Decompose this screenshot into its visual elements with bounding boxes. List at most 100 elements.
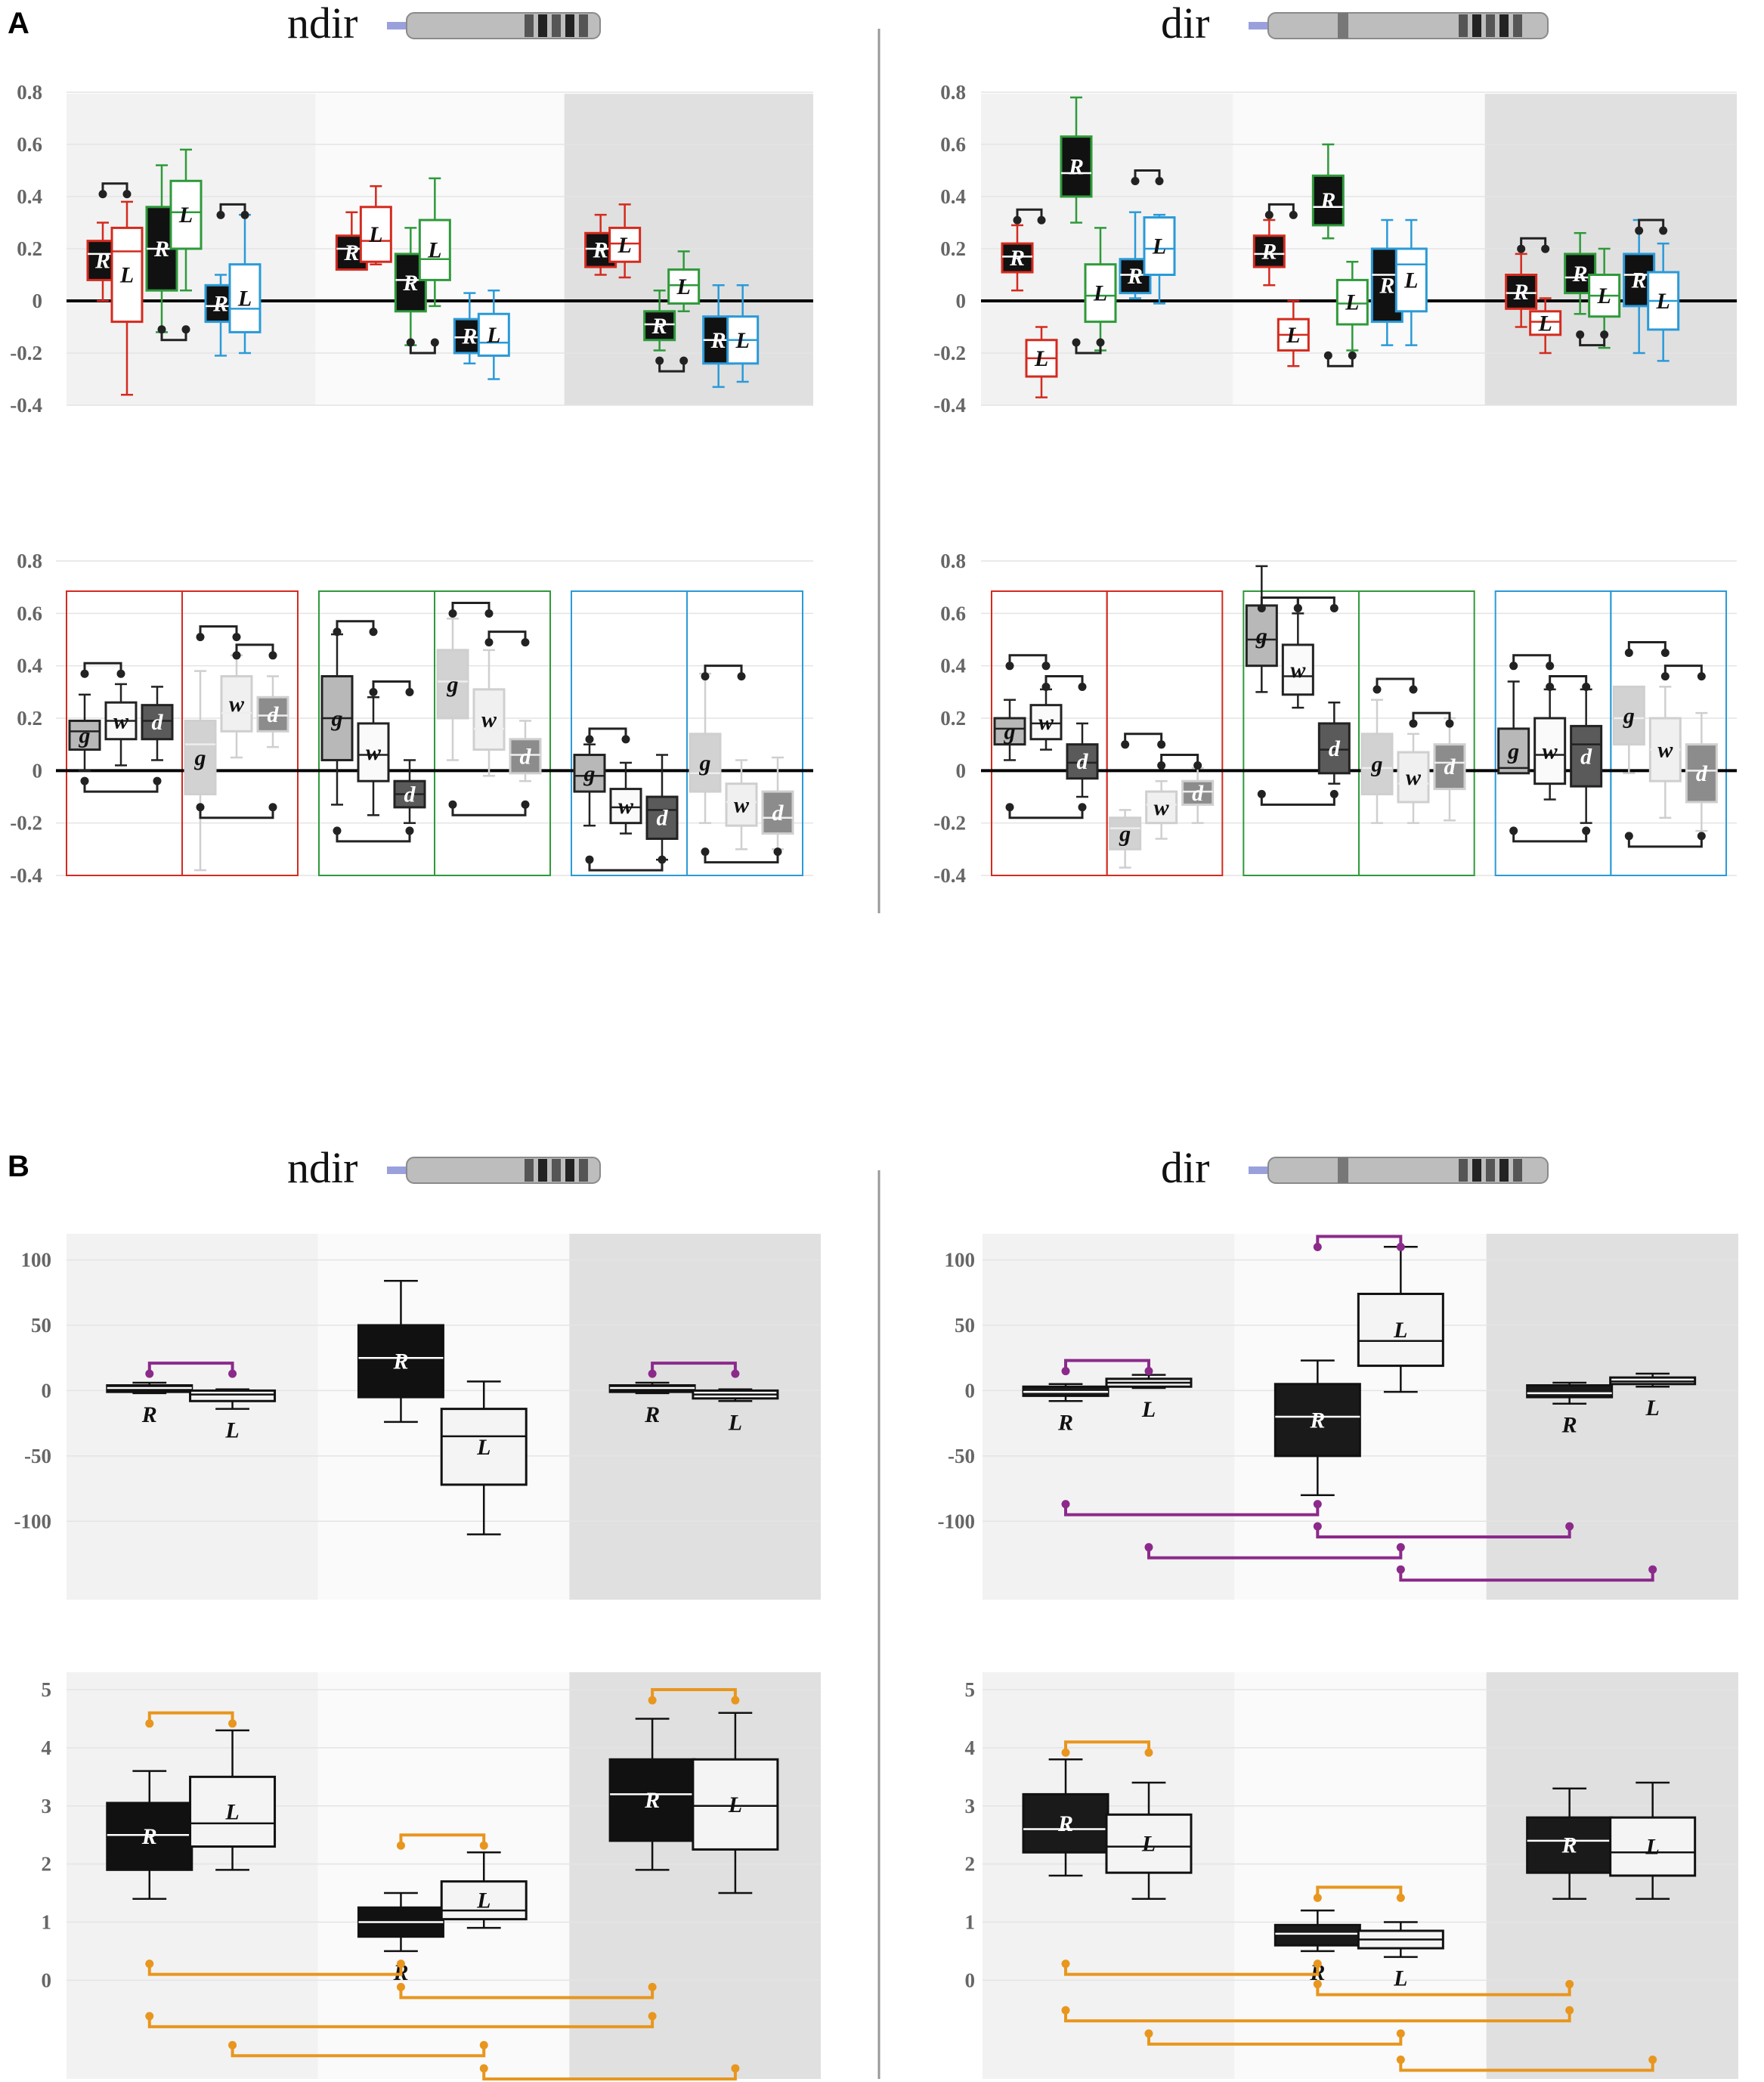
box-label: R bbox=[1057, 1811, 1073, 1836]
bracket-dot bbox=[1396, 2055, 1405, 2064]
bracket-dot bbox=[157, 325, 166, 334]
box bbox=[440, 1880, 528, 1921]
box bbox=[184, 719, 217, 796]
bracket-dot bbox=[1648, 1565, 1657, 1574]
significance-bracket bbox=[1131, 169, 1164, 185]
bracket-line bbox=[588, 860, 664, 872]
box-x-R-w: w bbox=[104, 683, 138, 767]
significance-bracket bbox=[145, 1711, 237, 1728]
box-x-L-d: d bbox=[1181, 767, 1215, 824]
bracket-dot bbox=[1061, 1367, 1070, 1376]
box bbox=[1685, 743, 1718, 804]
box-g-x-L: L bbox=[1025, 326, 1058, 398]
bracket-dot bbox=[181, 325, 190, 334]
box-x-R-d: d bbox=[141, 686, 174, 761]
box-label: R bbox=[1379, 273, 1394, 298]
bracket-dot bbox=[448, 609, 457, 618]
bracket-dot bbox=[655, 356, 664, 365]
bracket-dot bbox=[731, 1369, 740, 1378]
box-label: L bbox=[224, 1418, 239, 1443]
figure-chrome: A B ndir dir ndir dir bbox=[8, 0, 1549, 2079]
significance-bracket bbox=[196, 625, 241, 642]
box-label: R bbox=[94, 249, 110, 274]
bracket-dot bbox=[145, 1369, 154, 1378]
bracket-line bbox=[1064, 1963, 1320, 1976]
bracket-line bbox=[336, 830, 411, 843]
bracket-dot bbox=[122, 190, 132, 199]
significance-bracket bbox=[1157, 754, 1202, 770]
bracket-line bbox=[1075, 342, 1102, 355]
significance-bracket bbox=[369, 680, 414, 696]
bracket-dot bbox=[1396, 1543, 1405, 1552]
box-g-R bbox=[106, 1381, 193, 1395]
significance-bracket bbox=[1509, 826, 1591, 843]
y-tick-label: 3 bbox=[965, 1795, 976, 1817]
bracket-dot bbox=[1157, 740, 1166, 749]
bracket-dot bbox=[1313, 1242, 1322, 1251]
box bbox=[1273, 1383, 1361, 1458]
box-w-x-R: R bbox=[1252, 218, 1286, 287]
pen-band bbox=[1499, 1159, 1509, 1182]
box-g-L: L bbox=[189, 1729, 277, 1871]
box-label: L bbox=[1034, 346, 1048, 371]
significance-bracket bbox=[1144, 2029, 1405, 2046]
box bbox=[1105, 1813, 1193, 1874]
box bbox=[1145, 790, 1178, 825]
bracket-dot bbox=[1697, 832, 1706, 841]
box-g-z-R: R bbox=[1119, 211, 1152, 299]
y-tick-label: -100 bbox=[938, 1510, 976, 1532]
box-label: g bbox=[699, 751, 711, 776]
bracket-dot bbox=[228, 1719, 237, 1728]
box-label: w bbox=[1290, 658, 1306, 683]
bracket-line bbox=[1316, 1235, 1403, 1247]
y-tick-label: -0.4 bbox=[933, 394, 966, 417]
bracket-dot bbox=[1445, 719, 1454, 728]
box-label: L bbox=[119, 263, 134, 288]
pen-band bbox=[565, 1159, 574, 1182]
bracket-dot bbox=[1648, 2055, 1657, 2064]
significance-bracket bbox=[216, 203, 249, 219]
bracket-dot bbox=[1131, 177, 1140, 185]
bracket-dot bbox=[521, 800, 530, 809]
box-label: R bbox=[593, 238, 608, 263]
side-frame bbox=[1106, 590, 1224, 876]
bracket-line bbox=[231, 2045, 486, 2058]
box-w-x-L: L bbox=[359, 184, 392, 265]
bracket-line bbox=[1512, 830, 1588, 843]
bracket-dot bbox=[521, 638, 530, 647]
box-label: w bbox=[229, 692, 245, 717]
box bbox=[472, 688, 506, 751]
box bbox=[1317, 722, 1351, 775]
bracket-line bbox=[1663, 665, 1703, 677]
y-tick-label: 0 bbox=[32, 290, 43, 312]
box-label: L bbox=[728, 1410, 742, 1435]
box bbox=[609, 788, 642, 825]
box-d-y-L: L bbox=[1588, 247, 1621, 349]
significance-bracket bbox=[448, 800, 530, 816]
group-background bbox=[1234, 1672, 1487, 2079]
box bbox=[256, 696, 289, 733]
bracket-dot bbox=[648, 1982, 657, 1991]
bracket-line bbox=[1008, 807, 1084, 819]
box-x-L-w: w bbox=[1145, 779, 1178, 840]
box-y-L-w: w bbox=[1397, 733, 1430, 824]
box bbox=[645, 795, 679, 840]
bracket-dot bbox=[1061, 1960, 1070, 1969]
box-d-L: L bbox=[692, 1712, 779, 1895]
box-label: d bbox=[520, 744, 532, 769]
box bbox=[1612, 685, 1645, 746]
bracket-line bbox=[1267, 203, 1295, 215]
box bbox=[1360, 733, 1394, 796]
bracket-dot bbox=[1121, 740, 1130, 749]
box-d-x-R: R bbox=[1505, 253, 1538, 328]
bracket-line bbox=[1147, 2033, 1403, 2046]
bracket-dot bbox=[1565, 2006, 1574, 2015]
bracket-dot bbox=[585, 855, 594, 864]
bracket-dot bbox=[1565, 1522, 1574, 1531]
y-tick-label: 5 bbox=[965, 1678, 976, 1701]
box bbox=[1311, 174, 1345, 227]
y-tick-label: 5 bbox=[42, 1678, 52, 1701]
box-g-L: L bbox=[1105, 1781, 1193, 1900]
bracket-dot bbox=[145, 1960, 154, 1969]
box-label: d bbox=[1077, 749, 1089, 774]
